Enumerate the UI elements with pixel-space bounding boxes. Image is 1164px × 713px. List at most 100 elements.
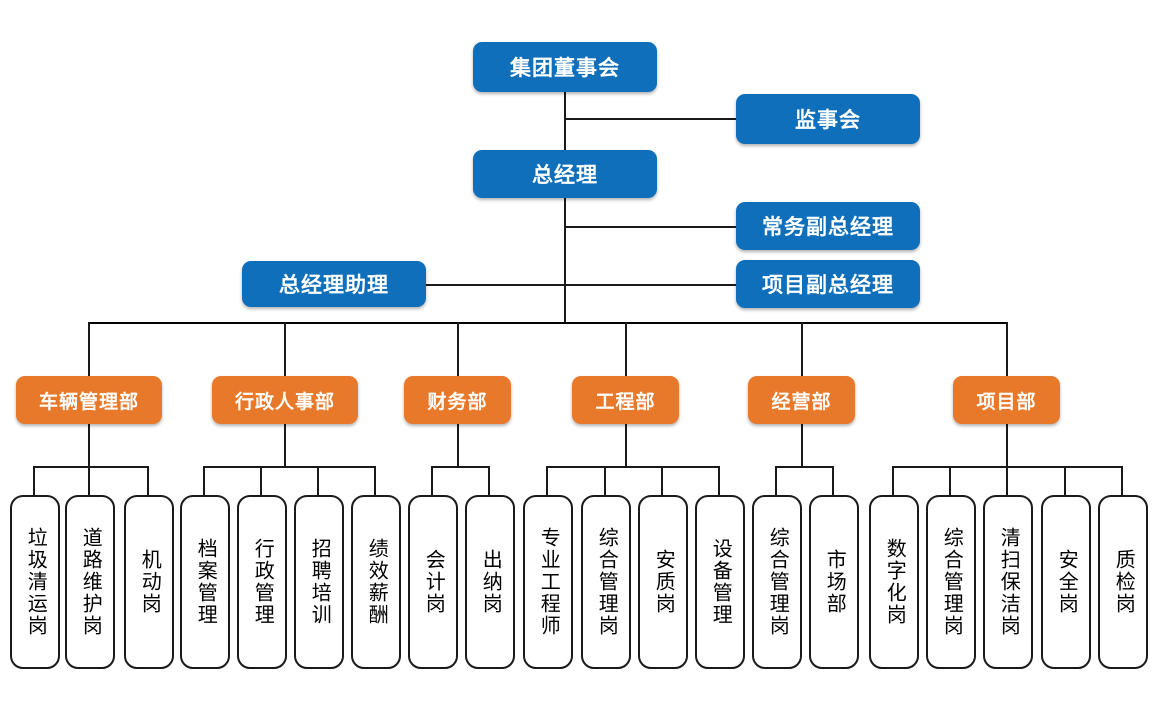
node-supervisory-board[interactable]: 监事会 [736,94,920,144]
connector-dept3-leaf-2 [488,466,490,495]
node-position-marketing-label: 市场部 [823,549,846,615]
connector-dept6-stem [1006,424,1008,466]
node-department-administration-hr-label: 行政人事部 [234,391,335,413]
connector-dept5-stem [801,424,803,466]
connector-dept1-bus [33,466,149,468]
connector-dept4-leaf-2 [604,466,606,495]
connector-dept6-leaf-3 [1006,466,1008,495]
connector-bus-to-dept-5 [801,322,803,376]
connector-dept3-bus [431,466,489,468]
node-position-safety-label: 安全岗 [1055,549,1078,615]
connector-dept4-stem [625,424,627,466]
node-position-professional-engineer[interactable]: 专业工程师 [523,495,573,669]
node-position-engineering-general-management[interactable]: 综合管理岗 [581,495,631,669]
node-department-operations-label: 经营部 [771,391,832,413]
node-position-safety-quality[interactable]: 安质岗 [638,495,688,669]
node-position-archive-management[interactable]: 档案管理 [180,495,230,669]
connector-dept5-leaf-2 [832,466,834,495]
node-position-performance-compensation-label: 绩效薪酬 [365,538,388,626]
node-position-engineering-general-management-label: 综合管理岗 [595,527,618,637]
connector-dept1-stem [88,424,90,466]
node-position-performance-compensation[interactable]: 绩效薪酬 [351,495,401,669]
node-department-engineering-label: 工程部 [595,391,656,413]
node-position-cashier-label: 出纳岗 [479,549,502,615]
node-board-of-directors-label: 集团董事会 [510,57,620,80]
node-position-operations-general-management-label: 综合管理岗 [766,527,789,637]
connector-dept4-leaf-3 [661,466,663,495]
node-department-finance[interactable]: 财务部 [404,376,511,424]
node-position-safety[interactable]: 安全岗 [1041,495,1091,669]
connector-dept2-leaf-4 [374,466,376,495]
node-position-accounting-label: 会计岗 [422,549,445,615]
connector-bus-to-dept-1 [88,322,90,376]
connector-dept3-leaf-1 [431,466,433,495]
node-position-recruitment-training-label: 招聘培训 [308,538,331,626]
node-position-project-general-management[interactable]: 综合管理岗 [926,495,976,669]
node-position-administrative-management-label: 行政管理 [251,538,274,626]
node-executive-deputy-general-manager-label: 常务副总经理 [762,216,894,239]
connector-dept4-bus [546,466,719,468]
node-position-archive-management-label: 档案管理 [194,538,217,626]
connector-dept6-leaf-4 [1064,466,1066,495]
node-position-quality-inspection[interactable]: 质检岗 [1098,495,1148,669]
node-department-administration-hr[interactable]: 行政人事部 [212,376,358,424]
connector-dept2-leaf-2 [260,466,262,495]
connector-gm-to-project-deputy [564,284,738,286]
connector-dept2-bus [203,466,375,468]
node-general-manager[interactable]: 总经理 [473,150,657,198]
node-project-deputy-general-manager-label: 项目副总经理 [762,274,894,297]
node-position-vehicle-flexible[interactable]: 机动岗 [124,495,174,669]
connector-gm-to-bus [564,197,566,323]
node-position-operations-general-management[interactable]: 综合管理岗 [752,495,802,669]
connector-dept3-stem [457,424,459,466]
node-position-recruitment-training[interactable]: 招聘培训 [294,495,344,669]
department-bus-line [88,322,1008,324]
connector-dept2-leaf-1 [203,466,205,495]
node-general-manager-label: 总经理 [532,164,598,187]
node-supervisory-board-label: 监事会 [795,109,861,132]
connector-bus-to-dept-6 [1006,322,1008,376]
connector-bus-to-dept-4 [625,322,627,376]
node-department-operations[interactable]: 经营部 [748,376,855,424]
node-department-engineering[interactable]: 工程部 [572,376,679,424]
connector-dept5-bus [775,466,833,468]
node-position-professional-engineer-label: 专业工程师 [537,527,560,637]
node-position-equipment-management[interactable]: 设备管理 [695,495,745,669]
connector-dept1-leaf-3 [147,466,149,495]
node-position-cleaning-sanitation[interactable]: 清扫保洁岗 [983,495,1033,669]
node-executive-deputy-general-manager[interactable]: 常务副总经理 [736,202,920,250]
node-position-quality-inspection-label: 质检岗 [1112,549,1135,615]
node-position-road-maintenance-label: 道路维护岗 [79,527,102,637]
node-department-vehicle-management-label: 车辆管理部 [38,391,139,413]
connector-bus-to-dept-2 [284,322,286,376]
node-department-project-label: 项目部 [976,391,1037,413]
connector-bus-to-dept-3 [457,322,459,376]
node-position-road-maintenance[interactable]: 道路维护岗 [65,495,115,669]
connector-dept1-leaf-2 [88,466,90,495]
connector-dept4-leaf-1 [546,466,548,495]
node-position-digitalization-label: 数字化岗 [883,538,906,626]
connector-dept6-leaf-2 [949,466,951,495]
connector-dept4-leaf-4 [718,466,720,495]
connector-gm-to-assistant [426,284,566,286]
node-position-accounting[interactable]: 会计岗 [408,495,458,669]
node-department-vehicle-management[interactable]: 车辆管理部 [16,376,162,424]
connector-dept2-leaf-3 [317,466,319,495]
node-position-marketing[interactable]: 市场部 [809,495,859,669]
connector-board-to-supervisory [564,118,738,120]
node-position-project-general-management-label: 综合管理岗 [940,527,963,637]
node-position-garbage-removal[interactable]: 垃圾清运岗 [10,495,60,669]
node-board-of-directors[interactable]: 集团董事会 [473,42,657,92]
node-position-administrative-management[interactable]: 行政管理 [237,495,287,669]
node-position-cashier[interactable]: 出纳岗 [465,495,515,669]
node-general-manager-assistant[interactable]: 总经理助理 [242,261,426,307]
node-project-deputy-general-manager[interactable]: 项目副总经理 [736,260,920,308]
node-position-digitalization[interactable]: 数字化岗 [869,495,919,669]
connector-dept2-stem [284,424,286,466]
connector-dept5-leaf-1 [775,466,777,495]
connector-board-to-gm [564,92,566,152]
node-position-cleaning-sanitation-label: 清扫保洁岗 [997,527,1020,637]
node-department-project[interactable]: 项目部 [953,376,1060,424]
node-position-safety-quality-label: 安质岗 [652,549,675,615]
